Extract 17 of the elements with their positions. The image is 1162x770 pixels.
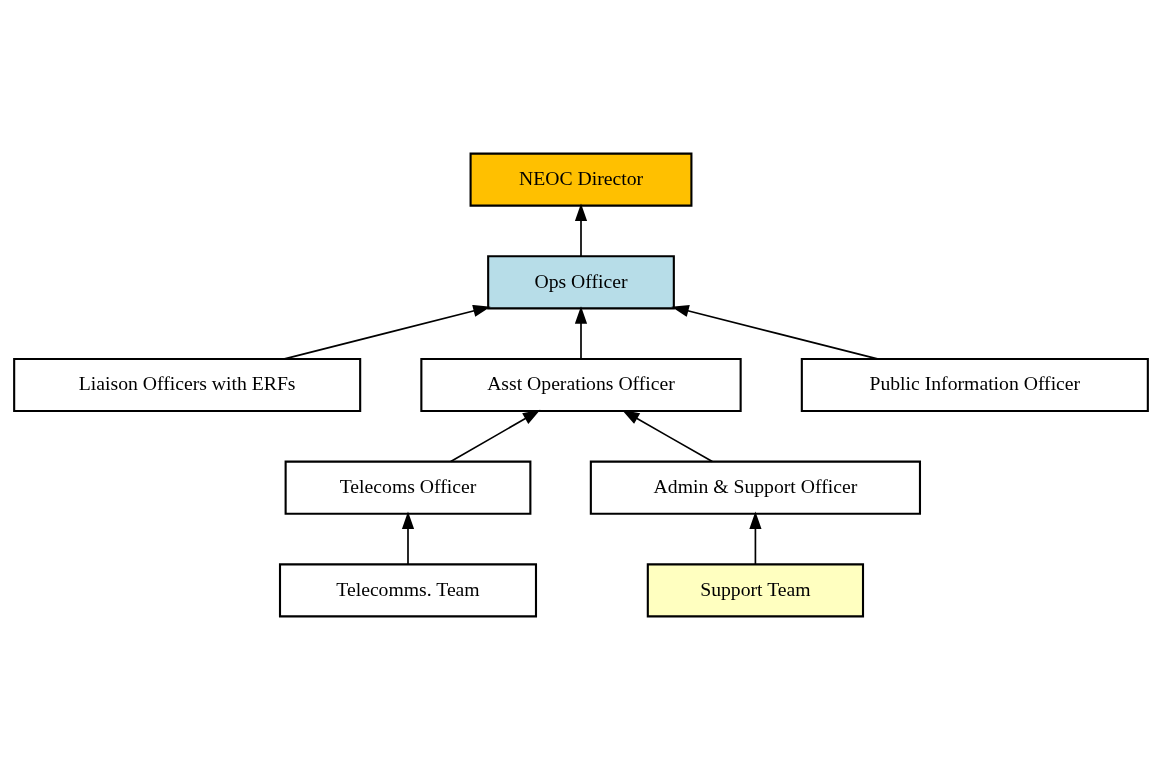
arrow bbox=[283, 305, 491, 360]
arrow bbox=[449, 409, 541, 463]
node-box: Ops Officer bbox=[487, 255, 675, 310]
arrow bbox=[749, 511, 762, 566]
node-box: Liaison Officers with ERFs bbox=[13, 357, 362, 413]
arrow bbox=[574, 203, 588, 258]
node-box: Public Information Officer bbox=[800, 357, 1149, 413]
arrow bbox=[671, 305, 879, 360]
arrow bbox=[401, 511, 415, 566]
arrow bbox=[574, 306, 588, 360]
node-box: Telecomms. Team bbox=[278, 563, 538, 618]
node-box: Asst Operations Officer bbox=[420, 357, 742, 413]
node-box: Support Team bbox=[646, 563, 865, 618]
node-box: Telecoms Officer bbox=[284, 460, 532, 515]
node-box: NEOC Director bbox=[469, 152, 693, 207]
arrow bbox=[622, 409, 714, 463]
node-box: Admin & Support Officer bbox=[589, 460, 922, 515]
